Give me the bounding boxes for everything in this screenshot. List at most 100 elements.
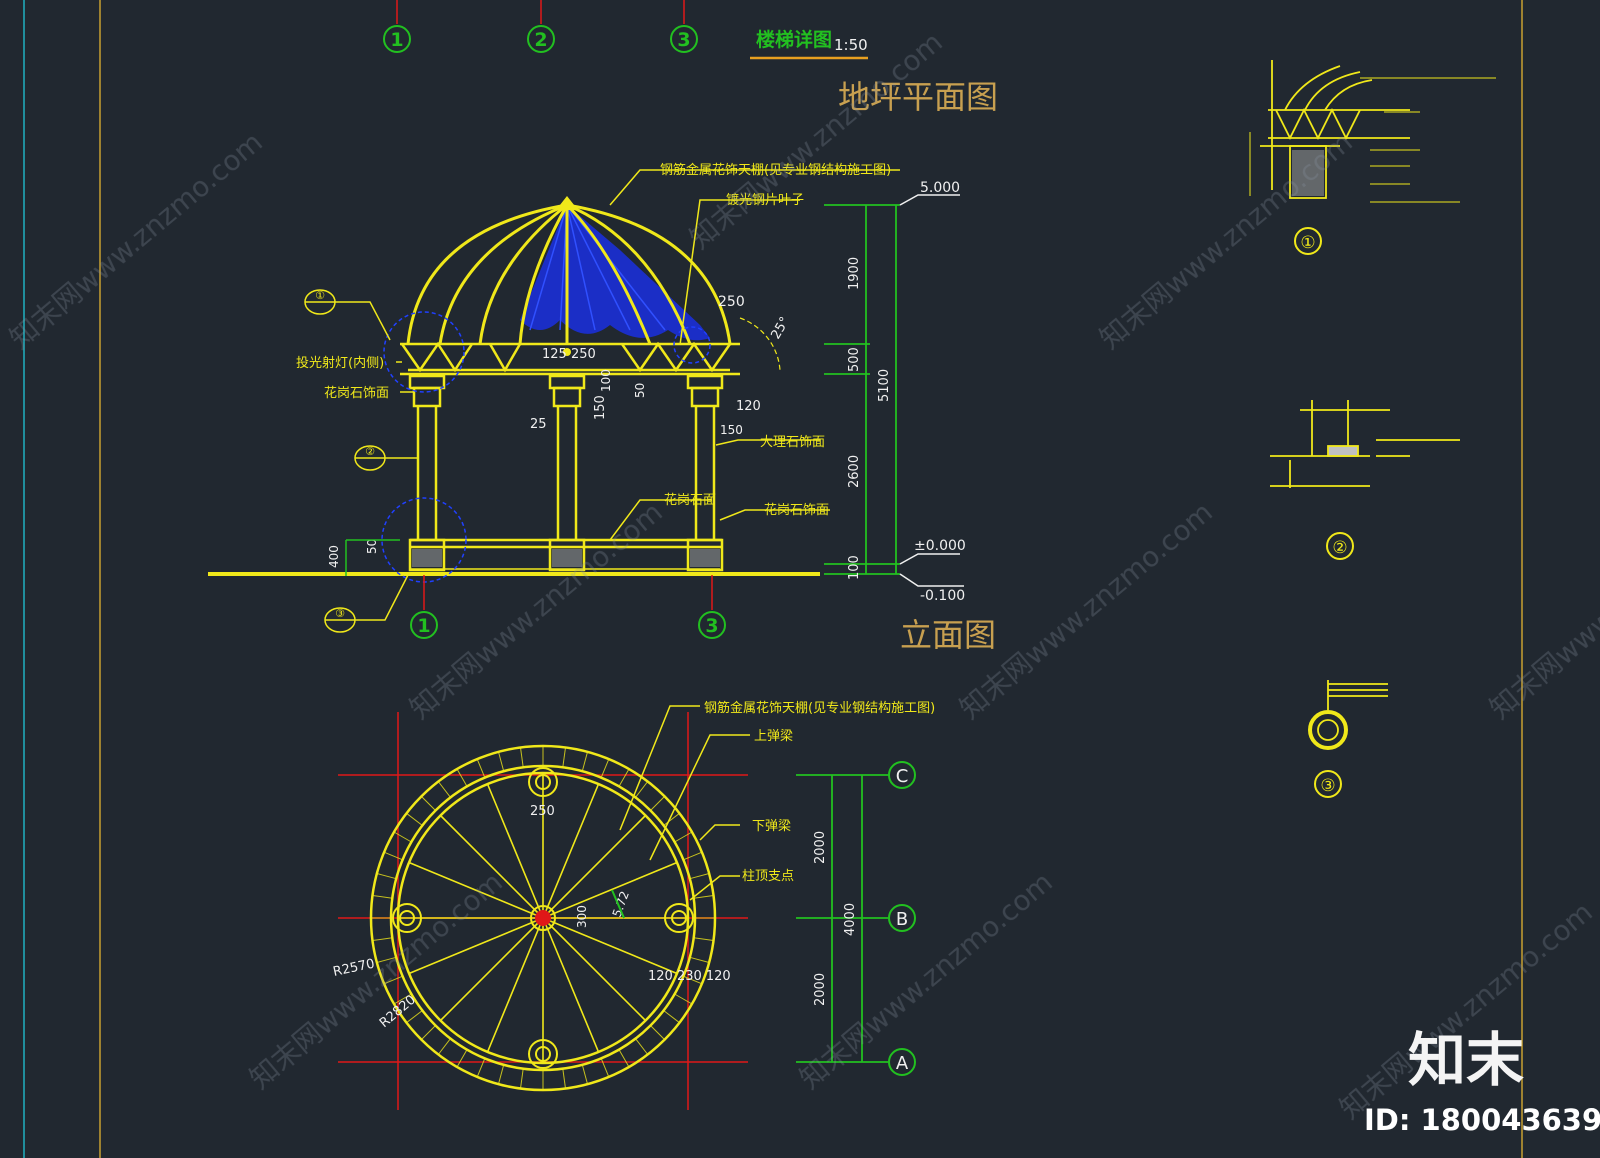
ring-segment-tick <box>393 993 412 1005</box>
watermark-id: ID: 180043639 <box>1364 1103 1600 1137</box>
level-top: 5.000 <box>920 180 960 196</box>
plan-drawing: 钢筋金属花饰天棚(见专业钢结构施工图) 上弹梁 下弹梁 柱顶支点 250 300… <box>332 700 935 1110</box>
watermark-3: 知末网www.znzmo.com <box>683 25 948 255</box>
ring-segment-tick <box>456 1049 468 1068</box>
plan-label-column-top: 柱顶支点 <box>742 869 794 884</box>
ring-segment-tick <box>476 1058 486 1078</box>
plan-spoke <box>408 861 544 919</box>
detail-2: ② <box>1270 400 1460 560</box>
plan-spoke <box>542 917 600 1053</box>
ring-segment-tick <box>562 1068 566 1089</box>
plan-axis-label-b: B <box>896 909 908 930</box>
dim-1900: 1900 <box>847 257 862 290</box>
watermark-6: 知末网www.znzmo.com <box>243 865 508 1095</box>
plan-title: 地坪平面图 <box>838 78 998 116</box>
plan-spoke <box>486 917 544 1053</box>
axis-marker-3: 3 <box>677 29 690 51</box>
ring-segment-tick <box>383 851 403 861</box>
ring-segment-tick <box>520 747 524 768</box>
dim-125-250: 125 250 <box>542 347 596 362</box>
ring-segment-tick <box>693 937 714 941</box>
plan-spoke <box>542 814 647 919</box>
label-granite-top: 花岗石饰面 <box>324 385 389 401</box>
plan-spoke <box>408 917 544 975</box>
axis-marker-1: 1 <box>390 29 403 51</box>
plan-spoke <box>439 814 544 919</box>
plan-spoke <box>439 917 544 1022</box>
label-marble: 大理石饰面 <box>760 435 825 450</box>
ring-segment-tick <box>683 975 703 985</box>
plan-spoke <box>542 917 678 975</box>
ring-segment-tick <box>689 873 710 880</box>
plan-dim-120-230-120: 120 230 120 <box>648 969 731 984</box>
ring-segment-tick <box>650 796 665 811</box>
detail-3: ③ <box>1308 680 1388 798</box>
plan-label-lower-ring: 下弹梁 <box>752 819 791 834</box>
callout-3-num: ③ <box>335 607 345 620</box>
label-glass-leaf: 镀光钢片叶子 <box>726 192 804 208</box>
elevation-callouts <box>304 289 418 633</box>
ring-segment-tick <box>650 1025 665 1040</box>
ring-segment-tick <box>421 1025 436 1040</box>
plan-dim-300: 300 <box>575 905 589 928</box>
plan-axis-label-c: C <box>896 766 909 787</box>
dim-100: 100 <box>599 369 613 392</box>
dim-5100: 5100 <box>877 369 892 402</box>
label-light: 投光射灯(内侧) <box>296 355 384 371</box>
stair-detail-scale: 1:50 <box>834 36 868 54</box>
watermark-1: 知末网www.znzmo.com <box>3 125 268 355</box>
dim-120: 120 <box>736 399 761 414</box>
label-granite-skirt: 花岗石饰面 <box>764 502 829 518</box>
watermark-8: 知末网www.znzmo.com <box>1483 495 1600 725</box>
axis-marker-2: 2 <box>534 29 547 51</box>
plan-label-steel-dome: 钢筋金属花饰天棚(见专业钢结构施工图) <box>704 700 935 716</box>
ring-segment-tick <box>600 1058 610 1078</box>
level-ground: -0.100 <box>920 588 965 604</box>
ring-segment-tick <box>674 993 693 1005</box>
ring-segment-tick <box>376 956 397 963</box>
dim-angle: 25° <box>768 315 793 342</box>
dim-100b: 100 <box>847 555 862 580</box>
ring-segment-tick <box>693 895 714 899</box>
elevation-axis-3: 3 <box>705 615 718 637</box>
ring-segment-tick <box>683 851 703 861</box>
plan-dim-4000: 4000 <box>843 903 858 936</box>
ring-segment-tick <box>406 1010 423 1024</box>
label-steel-dome: 钢筋金属花饰天棚(见专业钢结构施工图) <box>660 162 891 178</box>
ring-segment-tick <box>372 937 393 941</box>
plan-spoke <box>486 783 544 919</box>
elevation-title: 立面图 <box>900 616 996 654</box>
ring-segment-tick <box>437 781 451 798</box>
dim-2600: 2600 <box>847 455 862 488</box>
ring-segment-tick <box>663 812 680 826</box>
dim-50: 50 <box>633 383 647 398</box>
ring-segment-tick <box>498 1064 505 1085</box>
watermark-5: 知末网www.znzmo.com <box>1093 125 1358 355</box>
dim-400: 400 <box>327 545 341 568</box>
dim-500: 500 <box>847 347 862 372</box>
columns <box>408 374 724 572</box>
dim-250: 250 <box>718 294 745 310</box>
ring-segment-tick <box>600 758 610 778</box>
plan-spoke <box>542 917 647 1022</box>
plan-axis-label-a: A <box>896 1053 909 1074</box>
stair-detail-title: 楼梯详图 1:50 <box>750 28 868 60</box>
ring-segment-tick <box>437 1038 451 1055</box>
callout-1-num: ① <box>315 289 325 302</box>
ring-segment-tick <box>581 751 588 772</box>
ring-segment-tick <box>476 758 486 778</box>
ring-segment-tick <box>618 768 630 787</box>
watermark-2: 知末网www.znzmo.com <box>403 495 668 725</box>
detail-1-number: ① <box>1300 233 1315 253</box>
ring-segment-tick <box>562 747 566 768</box>
ring-segment-tick <box>456 768 468 787</box>
ring-segment-tick <box>618 1049 630 1068</box>
label-granite-base: 花岗石面 <box>664 492 716 508</box>
ring-segment-tick <box>689 956 710 963</box>
plan-spoke <box>542 861 678 919</box>
ring-segment-tick <box>372 895 393 899</box>
stair-detail-label: 楼梯详图 <box>756 28 832 51</box>
ring-segment-tick <box>520 1068 524 1089</box>
top-axis-markers: 1 2 3 <box>383 0 698 53</box>
